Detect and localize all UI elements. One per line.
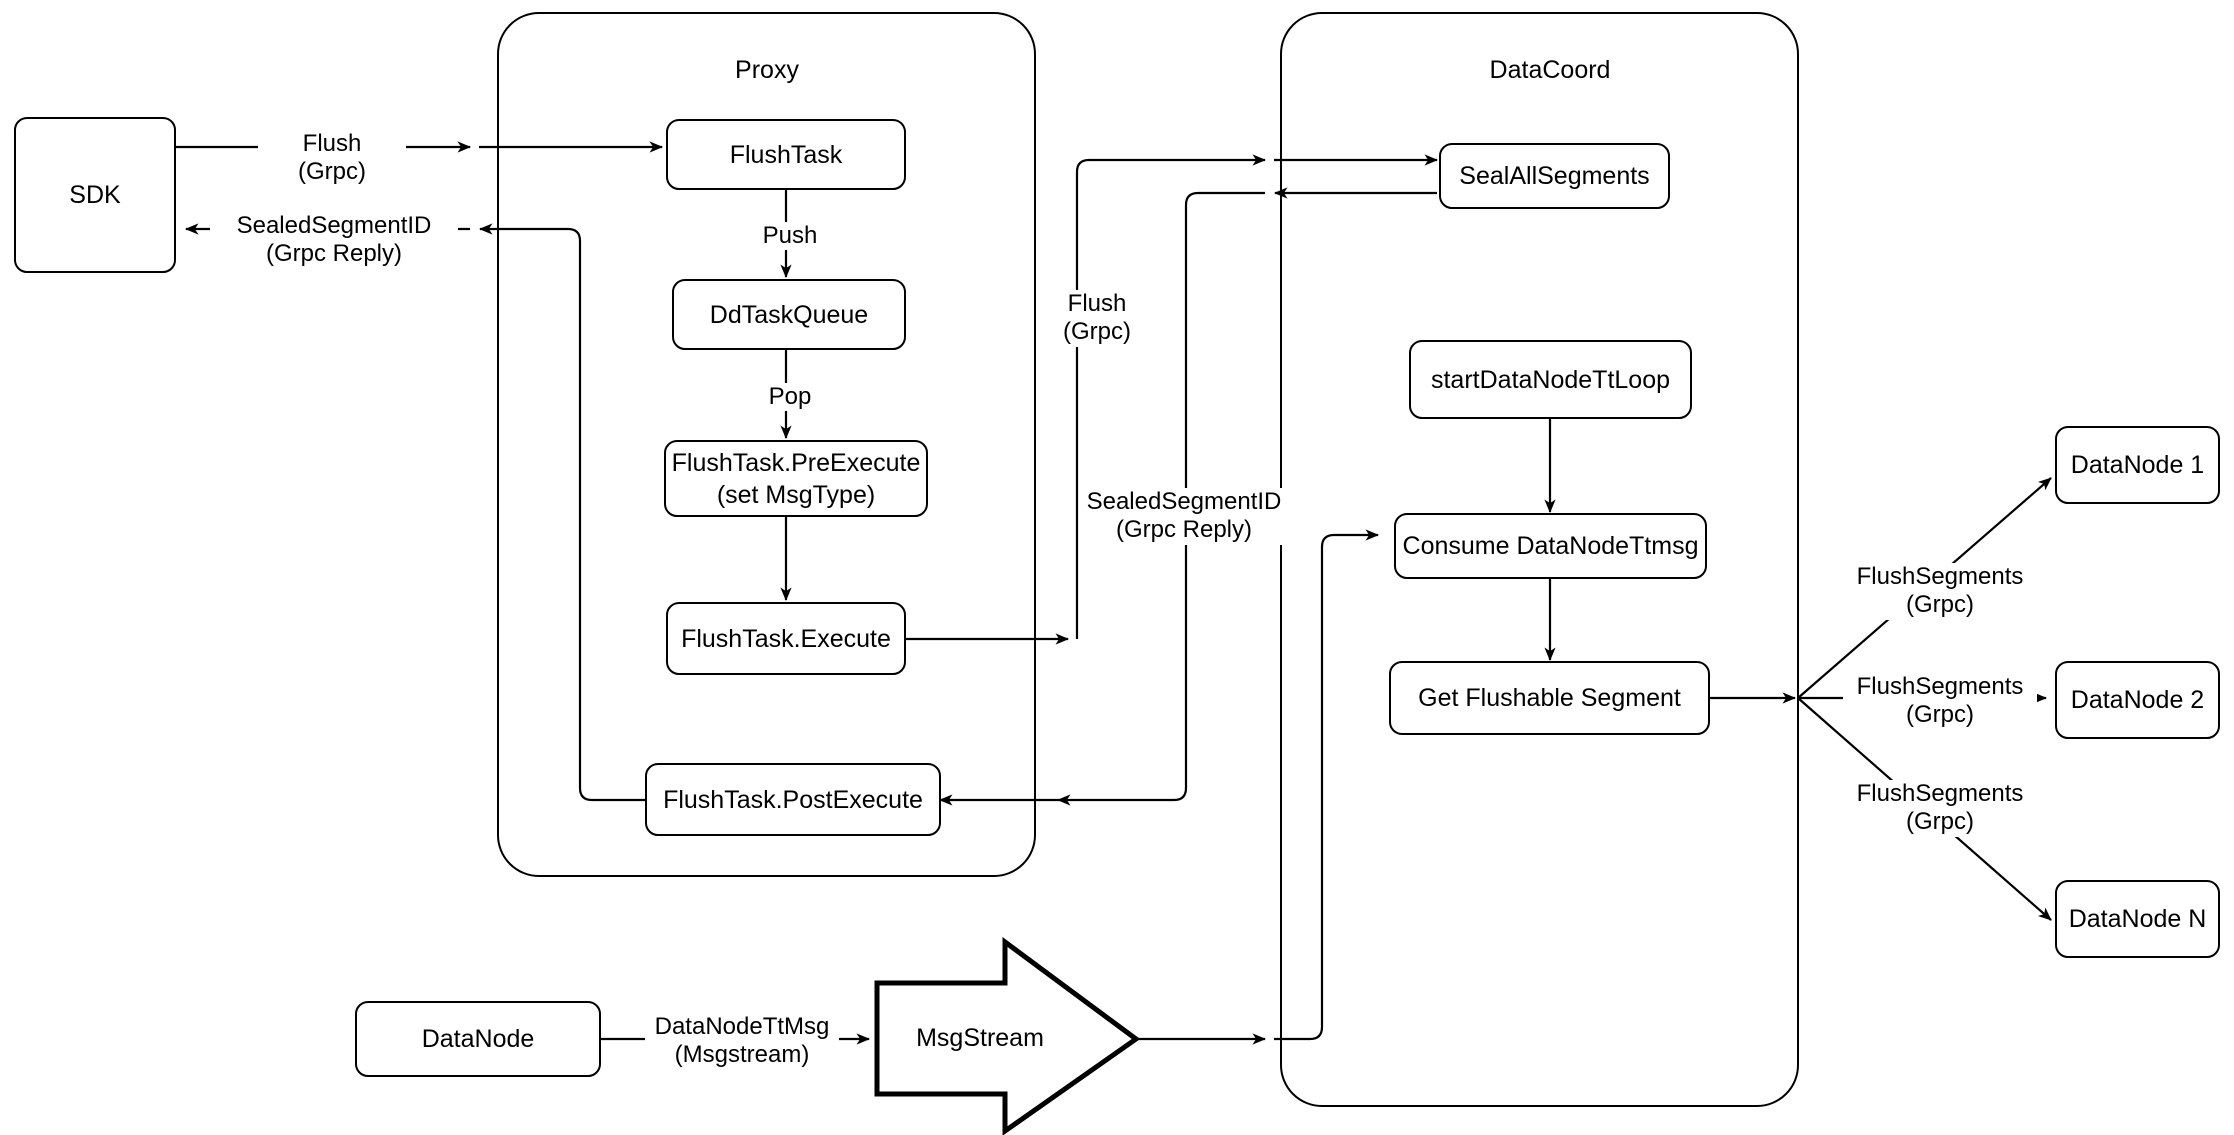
node-dd-task-queue[interactable]: DdTaskQueue [672, 279, 906, 350]
edge-label-push: Push [742, 222, 838, 251]
edge-label-proxy-to-sdk: SealedSegmentID (Grpc Reply) [210, 212, 458, 269]
edge-label-pop: Pop [748, 383, 832, 412]
node-datanode-1[interactable]: DataNode 1 [2055, 426, 2220, 504]
edge-label-flush-segments-2: FlushSegments (Grpc) [1843, 673, 2037, 730]
edge-label-datacoord-to-proxy: SealedSegmentID (Grpc Reply) [1082, 488, 1286, 545]
node-start-datanode-tt-loop[interactable]: startDataNodeTtLoop [1409, 340, 1692, 419]
container-datacoord [1280, 12, 1799, 1107]
node-datanode-source[interactable]: DataNode [355, 1001, 601, 1077]
node-flushtask-execute[interactable]: FlushTask.Execute [666, 602, 906, 675]
node-datanode-n[interactable]: DataNode N [2055, 880, 2220, 958]
container-datacoord-title: DataCoord [1489, 56, 1611, 84]
edge-label-sdk-to-proxy: Flush (Grpc) [258, 130, 406, 187]
edge-label-datanode-tt-msg: DataNodeTtMsg (Msgstream) [645, 1013, 839, 1070]
container-proxy-title: Proxy [735, 56, 799, 84]
node-sdk[interactable]: SDK [14, 117, 176, 273]
node-flushtask-preexecute[interactable]: FlushTask.PreExecute (set MsgType) [664, 440, 928, 517]
node-flush-task[interactable]: FlushTask [666, 119, 906, 190]
node-datanode-2[interactable]: DataNode 2 [2055, 661, 2220, 739]
edge-label-flush-segments-n: FlushSegments (Grpc) [1843, 780, 2037, 837]
node-flushtask-postexecute[interactable]: FlushTask.PostExecute [645, 763, 941, 836]
container-proxy [497, 12, 1036, 877]
node-consume-datanode-ttmsg[interactable]: Consume DataNodeTtmsg [1394, 513, 1707, 579]
node-msgstream-label: MsgStream [916, 1024, 1044, 1052]
edge-flush-grpc-rail [1075, 154, 1266, 639]
edge-label-flush-segments-1: FlushSegments (Grpc) [1843, 563, 2037, 620]
edge-label-proxy-to-datacoord: Flush (Grpc) [1040, 290, 1154, 347]
node-seal-all-segments[interactable]: SealAllSegments [1439, 143, 1670, 209]
node-get-flushable-segment[interactable]: Get Flushable Segment [1389, 661, 1710, 735]
